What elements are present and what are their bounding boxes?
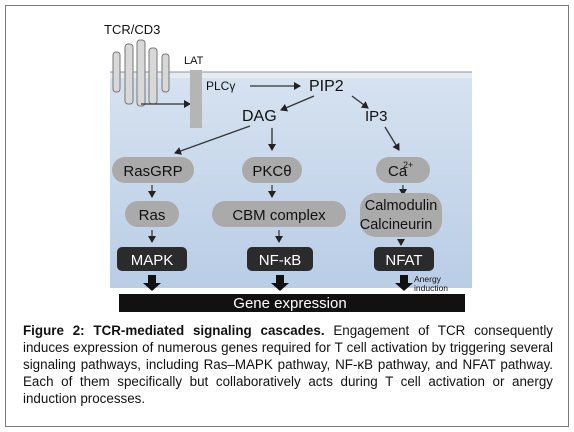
nfkb-node bbox=[247, 247, 313, 271]
nfat-output-arrow bbox=[395, 275, 413, 291]
pkc-label: PKCθ bbox=[252, 163, 291, 180]
pip2-to-dag-arrow bbox=[280, 95, 315, 112]
caption-body: Engagement of TCR consequently induces e… bbox=[23, 323, 553, 406]
ca-label: Ca bbox=[388, 163, 408, 180]
calmodulin-calcineurin-node bbox=[360, 193, 442, 237]
rasgrp-node bbox=[112, 157, 194, 183]
anergy-label-line2: induction bbox=[414, 283, 448, 293]
receptor-label: TCR/CD3 bbox=[104, 22, 160, 37]
membrane-band bbox=[110, 72, 472, 78]
pip2-to-ip3-arrow bbox=[351, 95, 369, 109]
figure-caption: Figure 2: TCR-mediated signaling cascade… bbox=[23, 322, 553, 407]
ras-label: Ras bbox=[139, 207, 166, 224]
gene-expression-bar bbox=[119, 294, 465, 312]
dag-label: DAG bbox=[242, 108, 277, 125]
pip2-label: PIP2 bbox=[309, 78, 344, 95]
pkc-node bbox=[242, 157, 302, 183]
gene-expression-label: Gene expression bbox=[233, 295, 346, 312]
mapk-label: MAPK bbox=[131, 252, 174, 269]
plc-label: PLCγ bbox=[206, 79, 235, 93]
cbm-label: CBM complex bbox=[232, 207, 326, 224]
caption-title: Figure 2: TCR-mediated signaling cascade… bbox=[23, 323, 325, 338]
ip3-to-ca-arrow bbox=[384, 126, 400, 151]
rasgrp-label: RasGRP bbox=[123, 163, 182, 180]
ca-superscript: 2+ bbox=[403, 160, 413, 170]
calmodulin-label: Calmodulin bbox=[365, 198, 438, 214]
tcr-cd3-receptor bbox=[112, 39, 170, 107]
nfkb-output-arrow bbox=[271, 275, 289, 291]
ip3-label: IP3 bbox=[365, 108, 388, 125]
nfat-label: NFAT bbox=[385, 252, 422, 269]
anergy-label-line1: Anergy bbox=[414, 274, 442, 284]
calcineurin-label: Calcineurin bbox=[360, 217, 433, 233]
dag-to-rasgrp-arrow bbox=[174, 125, 251, 155]
nfat-node bbox=[374, 247, 434, 271]
ca-node bbox=[376, 157, 430, 183]
nfkb-label: NF-κB bbox=[259, 252, 302, 269]
cbm-node bbox=[212, 201, 346, 227]
mapk-node bbox=[117, 247, 187, 271]
lat-label: LAT bbox=[184, 55, 204, 67]
lat-bar bbox=[190, 70, 202, 128]
mapk-output-arrow bbox=[143, 275, 161, 291]
ras-node bbox=[125, 201, 179, 227]
